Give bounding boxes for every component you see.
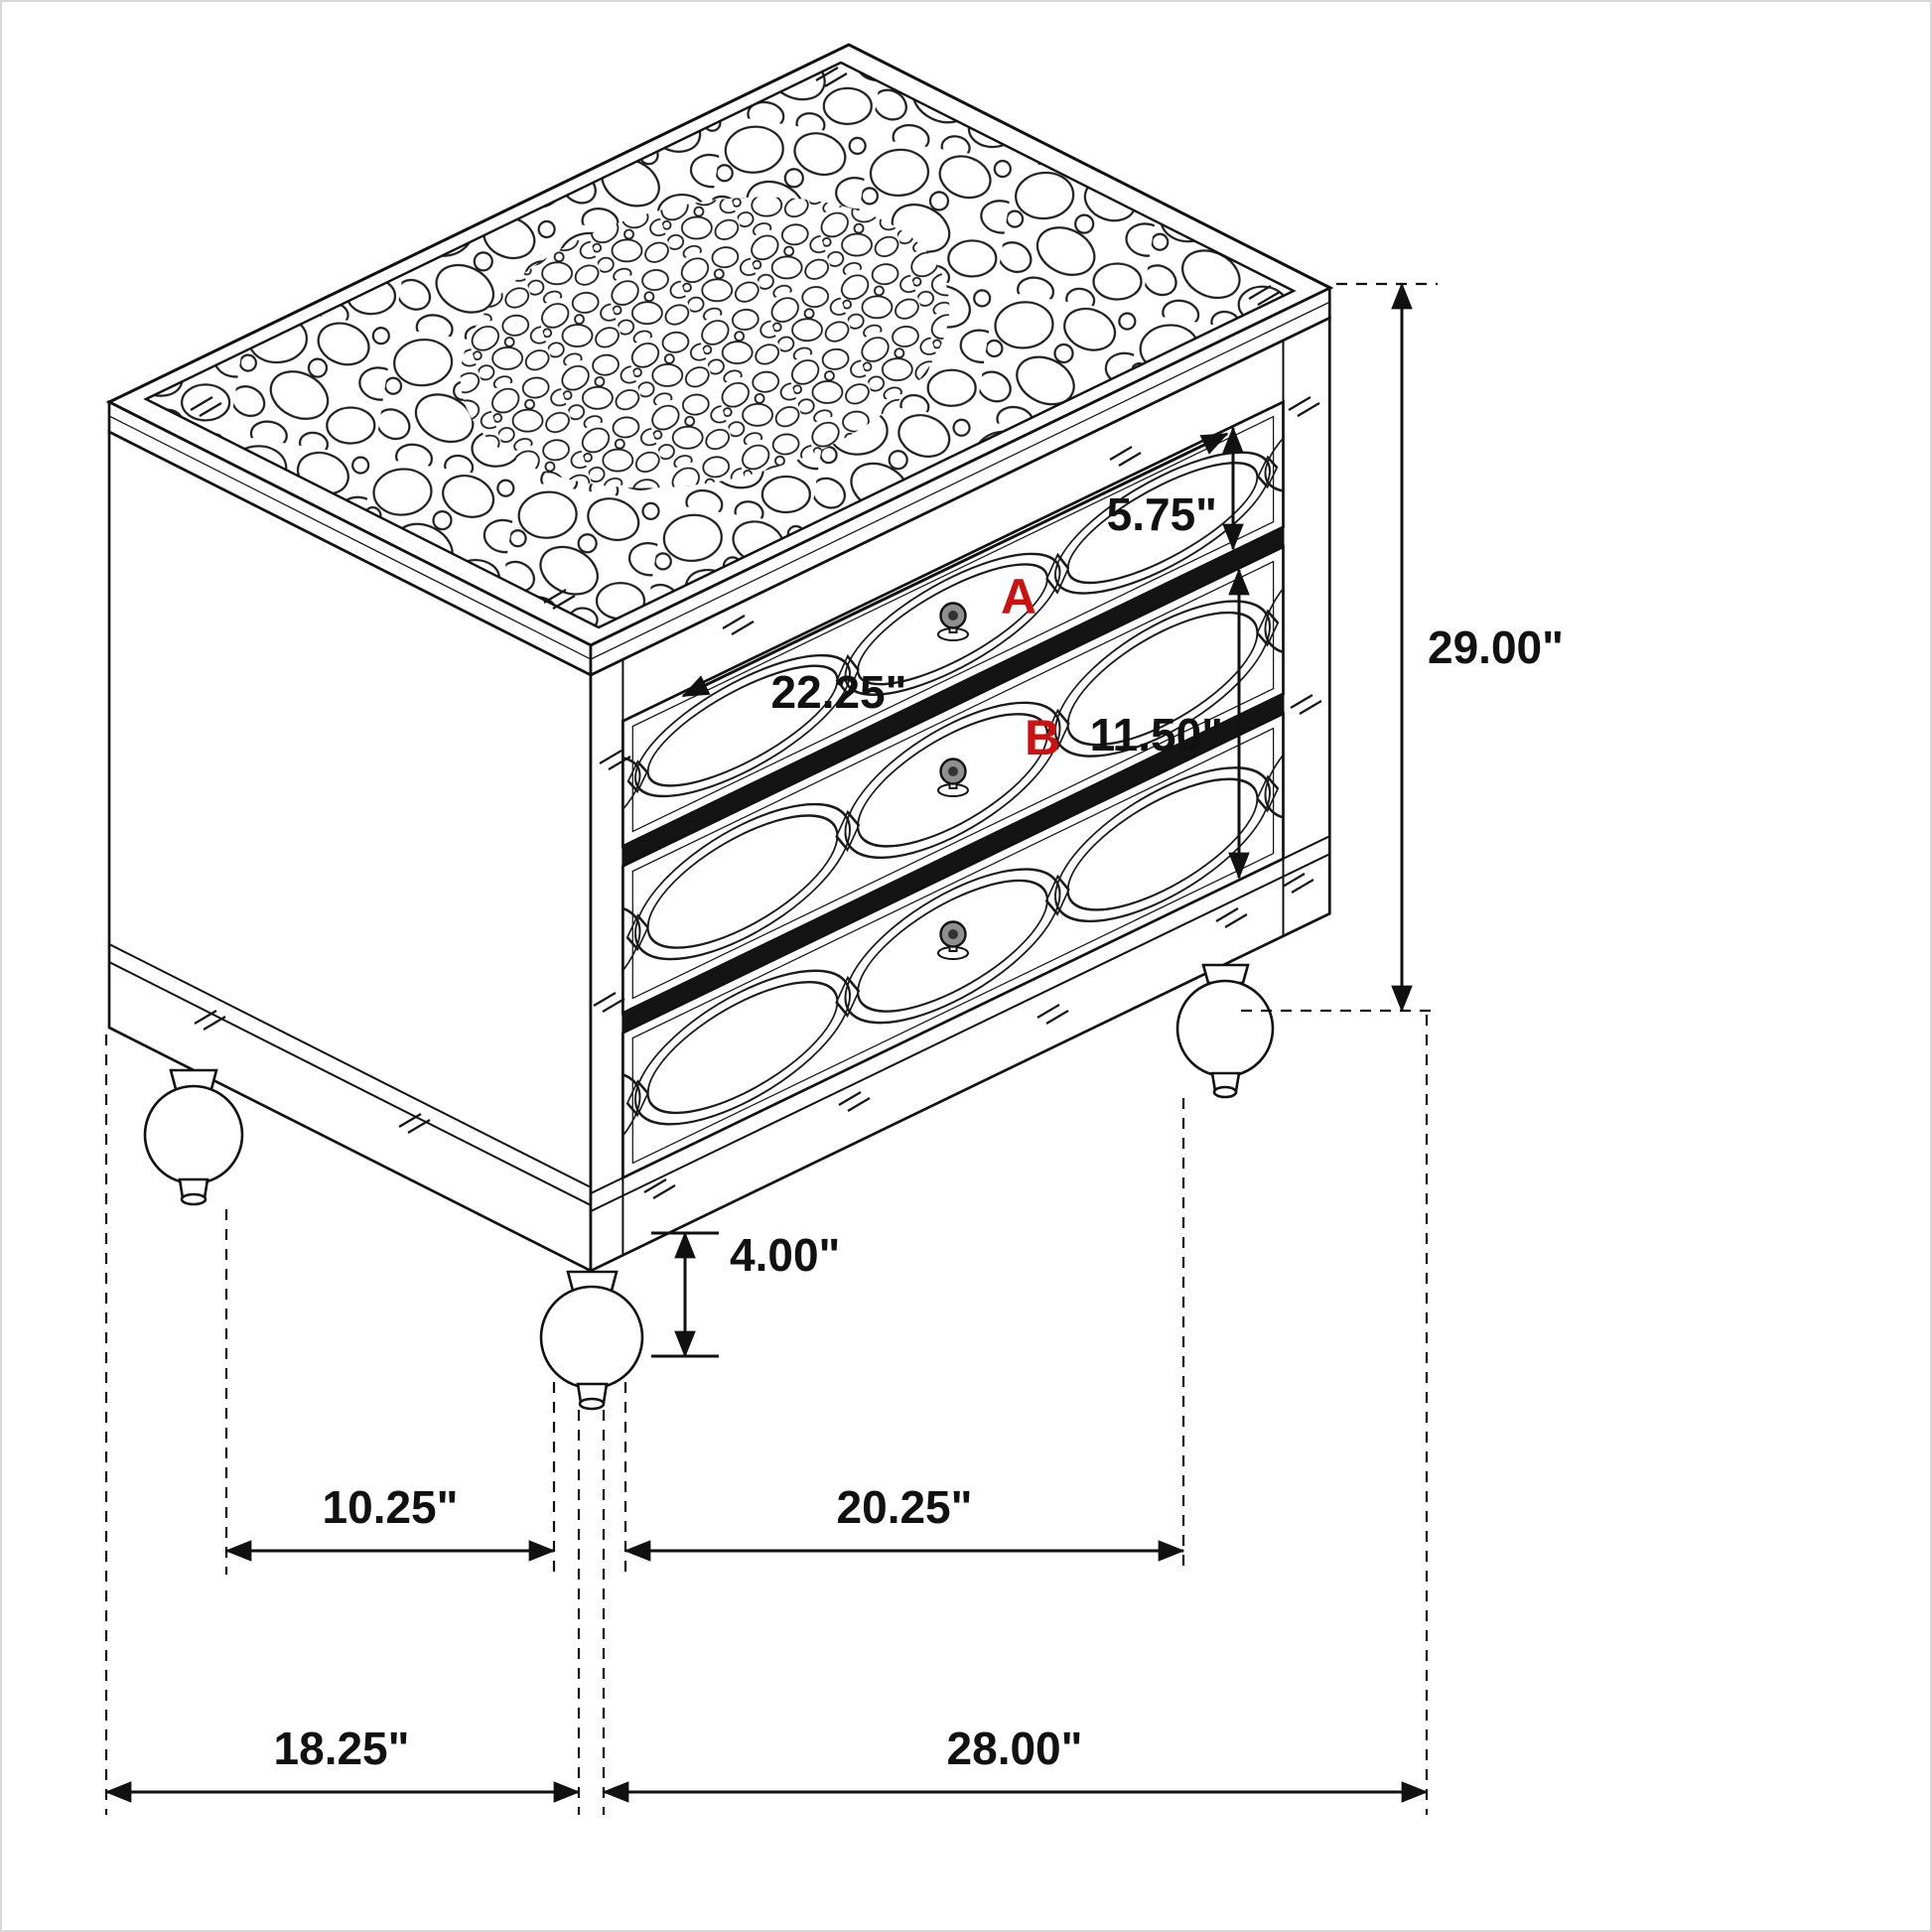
drawer-c-inner-bevel [631, 727, 1275, 1165]
dimension-lower-drawer-height: 11.50" [1090, 568, 1250, 880]
bun-foot-back-left [143, 1068, 244, 1206]
dimension-label-drawer-opening-width: 22.25" [771, 666, 907, 718]
drawer-b-marker: B [1025, 710, 1060, 765]
drawer-separator-2 [622, 693, 1284, 1034]
bun-foot-front-right [1175, 963, 1275, 1099]
dimension-label-side-feet-spacing: 10.25" [323, 1481, 459, 1533]
knob-drawer-c [937, 920, 969, 960]
knob-drawer-b [937, 758, 969, 797]
dimension-label-foot-height: 4.00" [730, 1229, 840, 1281]
top-croc-swirl [460, 197, 950, 488]
left-slab-bevel-line [109, 415, 591, 660]
drawer-b-inner-bevel [631, 560, 1275, 1000]
drawer-c-mirror-pattern [622, 713, 1284, 1178]
left-base-molding-line-2 [109, 960, 591, 1206]
drawer-a-marker: A [1001, 569, 1036, 624]
left-base-molding-line-1 [109, 942, 591, 1188]
dimension-label-overall-height: 29.00" [1428, 621, 1564, 673]
dimension-overall-depth: 18.25" [104, 1723, 581, 1803]
knob-drawer-a [937, 602, 969, 641]
dimension-overall-width: 28.00" [602, 1723, 1429, 1803]
front-base-molding-line-2 [591, 853, 1330, 1213]
dimension-front-feet-spacing: 20.25" [623, 1481, 1185, 1562]
dimension-drawer-opening-width: 22.25" [681, 432, 1229, 718]
nightstand-top-face [105, 43, 1334, 647]
dimension-label-overall-width: 28.00" [947, 1723, 1083, 1774]
dimension-side-feet-spacing: 10.25" [224, 1481, 556, 1562]
dimension-label-overall-depth: 18.25" [274, 1723, 410, 1774]
dimension-overall-height: 29.00" [1391, 282, 1564, 1013]
nightstand-left-panel [107, 399, 593, 1274]
dimension-foot-height: 4.00" [651, 1229, 840, 1358]
bun-foot-front-center [539, 1270, 644, 1411]
dimension-label-lower-drawer-height: 11.50" [1090, 709, 1223, 760]
dimension-label-top-drawer-height: 5.75" [1107, 488, 1217, 540]
dimension-label-front-feet-spacing: 20.25" [837, 1481, 973, 1533]
